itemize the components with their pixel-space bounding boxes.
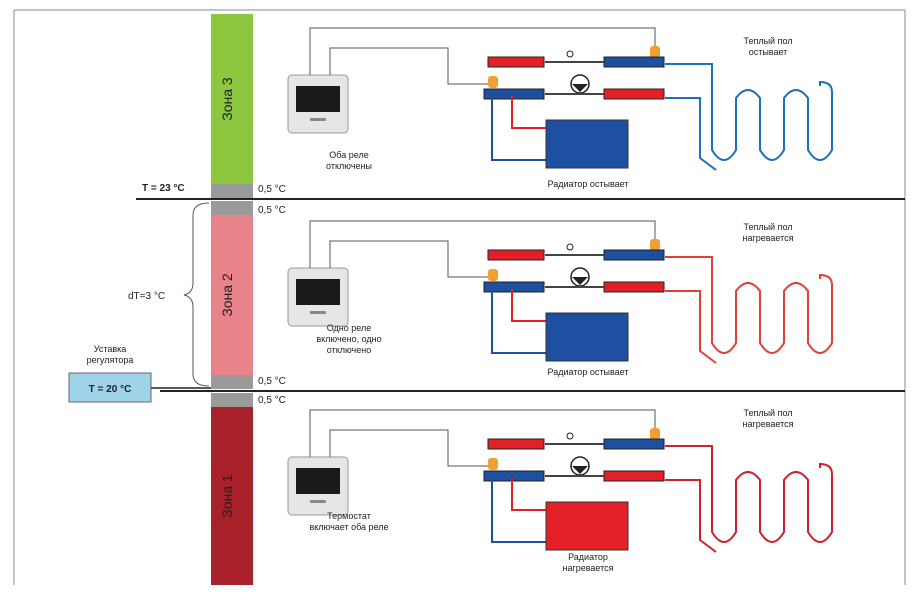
manifold-right-bottom bbox=[603, 281, 665, 293]
control-wire-radiator bbox=[329, 429, 488, 467]
manifold-left-top bbox=[487, 56, 545, 68]
underfloor-return bbox=[665, 97, 717, 171]
floor-sensor bbox=[650, 239, 660, 251]
valve-icon bbox=[566, 50, 574, 58]
delta-label: dT=3 °C bbox=[128, 291, 165, 302]
control-wire-radiator bbox=[329, 240, 488, 278]
heating-unit-zone-1: Термостат включает оба реле Теплый пол н… bbox=[287, 408, 835, 573]
pump-arrow bbox=[572, 466, 588, 474]
control-wire-floor bbox=[309, 220, 656, 268]
thermostat-caption-line-1: Оба реле bbox=[329, 150, 368, 160]
zone-2-bar bbox=[211, 215, 253, 375]
manifold-right-top bbox=[603, 249, 665, 261]
setpoint-value: T = 20 °C bbox=[89, 384, 132, 395]
radiator-caption-line-2: нагревается bbox=[562, 563, 613, 573]
floor-loop-bounds bbox=[665, 62, 835, 160]
heating-unit-zone-2: Одно реле включено, одно отключено Теплы… bbox=[287, 220, 835, 377]
floor-loop-bounds bbox=[665, 444, 835, 542]
underfloor-return bbox=[665, 479, 717, 553]
floor-sensor bbox=[650, 428, 660, 440]
radiator bbox=[545, 501, 629, 551]
hysteresis-label-2: 0,5 °C bbox=[258, 205, 286, 216]
underfloor-loop bbox=[665, 256, 833, 354]
thermostat-button bbox=[310, 118, 326, 121]
floor-caption-line-2: нагревается bbox=[742, 419, 793, 429]
valve-icon bbox=[566, 432, 574, 440]
manifold-right-top bbox=[603, 56, 665, 68]
manifold-left-top bbox=[487, 249, 545, 261]
radiator-return-pipe bbox=[491, 289, 546, 354]
radiator bbox=[545, 312, 629, 362]
thermostat-display bbox=[296, 468, 340, 494]
hysteresis-label-4: 0,5 °C bbox=[258, 395, 286, 406]
underfloor-loop bbox=[665, 445, 833, 543]
radiator-sensor bbox=[488, 76, 498, 88]
zone-1-label: Зона 1 bbox=[219, 474, 235, 518]
radiator-supply-pipe bbox=[511, 478, 546, 511]
hysteresis-block-4 bbox=[211, 393, 253, 407]
underfloor-return bbox=[665, 290, 717, 364]
radiator-caption-line-1: Радиатор остывает bbox=[548, 179, 629, 189]
setpoint-caption-line-2: регулятора bbox=[87, 355, 134, 365]
manifold-left-top bbox=[487, 438, 545, 450]
manifold-left-bottom bbox=[483, 281, 545, 293]
floor-caption-line-1: Теплый пол bbox=[743, 36, 792, 46]
threshold-label: T = 23 °C bbox=[142, 183, 185, 194]
thermostat-display bbox=[296, 86, 340, 112]
thermostat-display bbox=[296, 279, 340, 305]
hysteresis-label-3: 0,5 °C bbox=[258, 376, 286, 387]
radiator-supply-pipe bbox=[511, 96, 546, 129]
manifold-right-top bbox=[603, 438, 665, 450]
zone-3-label: Зона 3 bbox=[219, 77, 235, 121]
floor-caption-line-1: Теплый пол bbox=[743, 408, 792, 418]
thermostat-caption-line-3: отключено bbox=[327, 345, 371, 355]
manifold-left-bottom bbox=[483, 470, 545, 482]
hysteresis-label-1: 0,5 °C bbox=[258, 184, 286, 195]
control-wire-radiator bbox=[329, 47, 488, 85]
radiator-caption-line-1: Радиатор остывает bbox=[548, 367, 629, 377]
zone-3-bar bbox=[211, 14, 253, 184]
hysteresis-block-3 bbox=[211, 375, 253, 389]
manifold-right-bottom bbox=[603, 470, 665, 482]
thermostat-caption-line-2: включает оба реле bbox=[309, 522, 388, 532]
control-wire-floor bbox=[309, 27, 656, 75]
thermostat-caption-line-2: включено, одно bbox=[316, 334, 381, 344]
radiator bbox=[545, 119, 629, 169]
zone-1-bar bbox=[211, 407, 253, 585]
thermostat-caption-line-1: Термостат bbox=[327, 511, 371, 521]
floor-sensor bbox=[650, 46, 660, 58]
hysteresis-block-1 bbox=[211, 184, 253, 198]
delta-brace bbox=[183, 202, 210, 387]
manifold-left-bottom bbox=[483, 88, 545, 100]
pump-arrow bbox=[572, 277, 588, 285]
thermostat-button bbox=[310, 500, 326, 503]
radiator-return-pipe bbox=[491, 478, 546, 543]
zone-2-label: Зона 2 bbox=[219, 273, 235, 317]
control-wire-floor bbox=[309, 409, 656, 457]
underfloor-loop bbox=[665, 63, 833, 161]
hysteresis-block-2 bbox=[211, 201, 253, 215]
floor-loop-bounds bbox=[665, 255, 835, 353]
radiator-supply-pipe bbox=[511, 289, 546, 322]
heating-unit-zone-3: Оба реле отключены Теплый пол остывает Р… bbox=[287, 27, 835, 189]
thermostat-caption-line-1: Одно реле bbox=[327, 323, 372, 333]
manifold-right-bottom bbox=[603, 88, 665, 100]
thermostat-button bbox=[310, 311, 326, 314]
radiator-return-pipe bbox=[491, 96, 546, 161]
setpoint-caption-line-1: Уставка bbox=[94, 344, 127, 354]
thermostat-caption-line-2: отключены bbox=[326, 161, 372, 171]
radiator-caption-line-1: Радиатор bbox=[568, 552, 608, 562]
floor-caption-line-2: нагревается bbox=[742, 233, 793, 243]
floor-caption-line-2: остывает bbox=[749, 47, 788, 57]
floor-caption-line-1: Теплый пол bbox=[743, 222, 792, 232]
valve-icon bbox=[566, 243, 574, 251]
pump-arrow bbox=[572, 84, 588, 92]
radiator-sensor bbox=[488, 458, 498, 470]
radiator-sensor bbox=[488, 269, 498, 281]
